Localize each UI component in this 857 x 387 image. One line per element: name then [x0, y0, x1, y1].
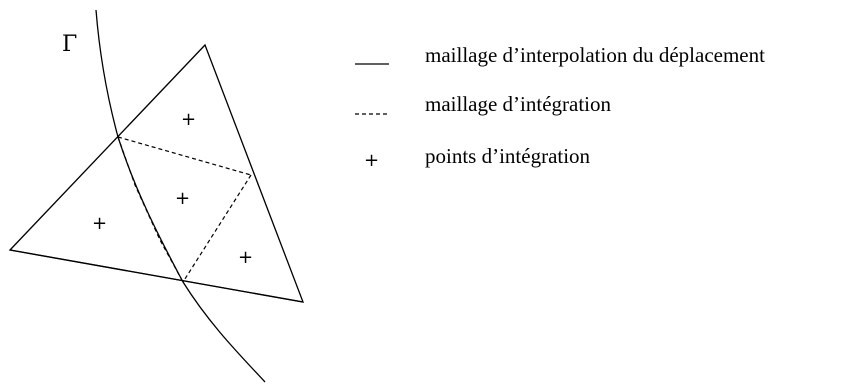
integration-point: + [238, 247, 253, 268]
legend-label-interpolation: maillage d’interpolation du déplacement [425, 43, 765, 67]
integration-edge-curve [117, 136, 184, 283]
interpolation-shared-edge [9, 249, 304, 303]
integration-edge-top [117, 136, 252, 176]
boundary-label: Γ [62, 32, 77, 57]
integration-point: + [175, 188, 190, 209]
integration-edge-diagonal [182, 174, 252, 283]
legend: maillage d’interpolation du déplacement … [355, 43, 765, 171]
interpolation-triangle-upper [8, 43, 305, 303]
legend-label-integration-mesh: maillage d’intégration [425, 92, 612, 116]
integration-point: + [181, 109, 196, 130]
legend-plus-symbol: + [364, 150, 379, 171]
integration-point: + [92, 213, 107, 234]
legend-label-integration-points: points d’intégration [425, 144, 591, 168]
